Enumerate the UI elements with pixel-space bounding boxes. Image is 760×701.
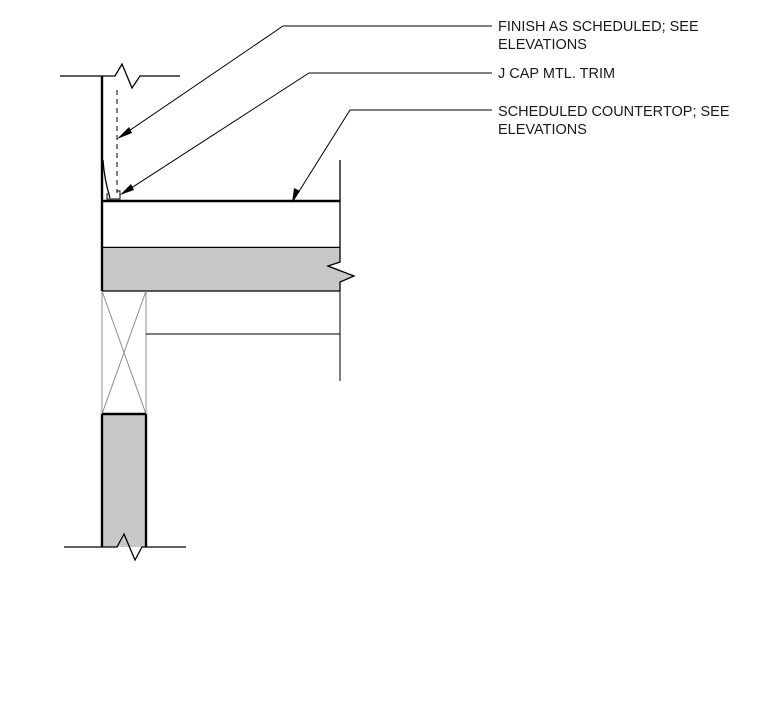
note-finish-line1: FINISH AS SCHEDULED; SEE — [498, 19, 699, 35]
support-block — [101, 290, 147, 415]
countertop — [100, 160, 341, 250]
leader-finish — [117, 25, 492, 139]
lower-wall-panel — [102, 414, 146, 547]
upper-wall-break-line — [60, 62, 180, 90]
note-finish-line2: ELEVATIONS — [498, 37, 587, 53]
sealant-bead — [102, 159, 111, 199]
note-countertop-line1: SCHEDULED COUNTERTOP; SEE — [498, 104, 730, 120]
leader-countertop — [292, 109, 492, 203]
substrate-outline — [326, 248, 356, 291]
leader-j-cap — [120, 72, 492, 195]
note-countertop-line2: ELEVATIONS — [498, 122, 587, 138]
lower-wall-break-line — [64, 532, 186, 562]
substrate-panel — [102, 248, 354, 291]
j-cap-trim — [106, 190, 121, 200]
note-j-cap: J CAP MTL. TRIM — [498, 66, 615, 82]
